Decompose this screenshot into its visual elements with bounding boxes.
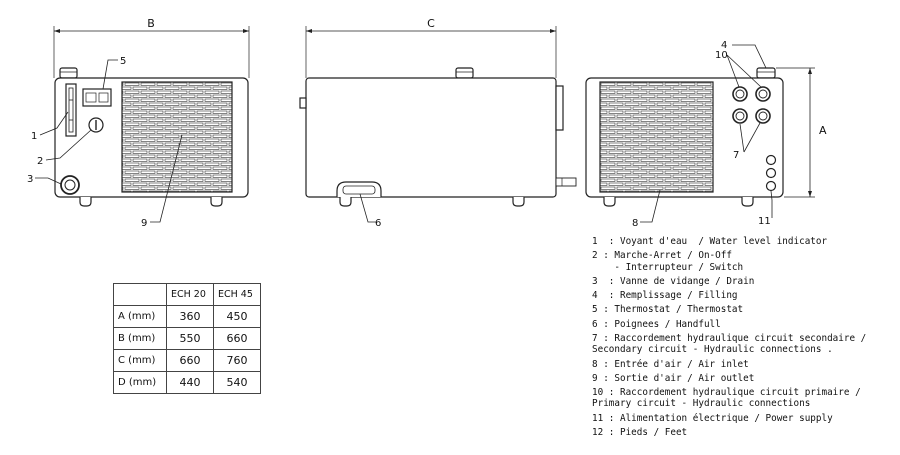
- legend-item-text: 6 : Poignees / Handfull: [592, 318, 721, 330]
- legend-item-text: 1 : Voyant d'eau / Water level indicator: [592, 236, 828, 247]
- table-cell: 660: [213, 327, 261, 350]
- rear-view-leaders: [640, 44, 773, 223]
- legend-item-text: - Interrupteur / Switch: [592, 261, 744, 273]
- legend-item-text: 5 : Thermostat / Thermostat: [592, 304, 744, 316]
- legend-item: 2 : Marche-Arret / On-Off - Interrupteur…: [592, 250, 892, 273]
- front-view: [53, 26, 250, 207]
- callout-4: 4: [721, 40, 727, 51]
- table-cell: 550: [166, 327, 214, 350]
- legend-item: 8 : Entrée d'air / Air inlet: [592, 359, 892, 371]
- legend-item-text: Secondary circuit - Hydraulic connection…: [592, 344, 833, 356]
- legend-item: 9 : Sortie d'air / Air outlet: [592, 373, 892, 385]
- legend-item: 3 : Vanne de vidange / Drain: [592, 276, 892, 288]
- legend-item: 1 : Voyant d'eau / Water level indicator: [592, 236, 892, 248]
- callout-9: 9: [141, 218, 147, 229]
- table-cell: 440: [166, 371, 214, 394]
- legend-item-text: 4 : Remplissage / Filling: [592, 290, 738, 302]
- table-cell: C (mm): [113, 349, 167, 372]
- legend-item: 6 : Poignees / Handfull: [592, 319, 892, 331]
- callout-5: 5: [120, 56, 126, 67]
- table-cell: 540: [213, 371, 261, 394]
- callout-1: 1: [31, 131, 37, 142]
- legend-item-text: 12 : Pieds / Feet: [592, 426, 688, 438]
- legend-item-text: 9 : Sortie d'air / Air outlet: [592, 372, 755, 384]
- table-cell: 660: [166, 349, 214, 372]
- legend-item-text: Primary circuit - Hydraulic connections: [592, 398, 811, 410]
- dimension-a-label: A: [819, 124, 827, 137]
- table-cell: 760: [213, 349, 261, 372]
- callout-3: 3: [27, 174, 33, 185]
- table-header-cell: [113, 283, 167, 306]
- legend-item: 10 : Raccordement hydraulique circuit pr…: [592, 387, 892, 410]
- legend-item: 7 : Raccordement hydraulique circuit sec…: [592, 333, 892, 356]
- callout-10: 10: [715, 50, 728, 61]
- legend-item-text: 11 : Alimentation électrique / Power sup…: [592, 412, 833, 424]
- callout-2: 2: [37, 156, 43, 167]
- table-cell: A (mm): [113, 305, 167, 328]
- table-cell: 360: [166, 305, 214, 328]
- callout-11: 11: [758, 216, 771, 227]
- legend-item: 12 : Pieds / Feet: [592, 427, 892, 439]
- legend-item-text: 2 : Marche-Arret / On-Off: [592, 250, 732, 262]
- legend-item-text: 8 : Entrée d'air / Air inlet: [592, 358, 749, 370]
- legend-item: 5 : Thermostat / Thermostat: [592, 304, 892, 316]
- legend-item-text: 7 : Raccordement hydraulique circuit sec…: [592, 332, 867, 344]
- table-cell: B (mm): [113, 327, 167, 350]
- legend-item: 11 : Alimentation électrique / Power sup…: [592, 413, 892, 425]
- legend: 1 : Voyant d'eau / Water level indicator…: [592, 236, 892, 441]
- rear-view: [585, 67, 815, 207]
- callout-6: 6: [375, 218, 381, 229]
- table-header-cell: ECH 20: [166, 283, 214, 306]
- callout-7: 7: [733, 150, 739, 161]
- dimension-c-label: C: [427, 17, 435, 30]
- table-cell: 450: [213, 305, 261, 328]
- table-header-cell: ECH 45: [213, 283, 261, 306]
- side-view: [299, 26, 577, 223]
- legend-item: 4 : Remplissage / Filling: [592, 290, 892, 302]
- table-cell: D (mm): [113, 371, 167, 394]
- front-view-leaders: [35, 59, 183, 223]
- legend-item-text: 3 : Vanne de vidange / Drain: [592, 275, 755, 287]
- callout-8: 8: [632, 218, 638, 229]
- dimension-b-label: B: [147, 17, 155, 30]
- legend-item-text: 10 : Raccordement hydraulique circuit pr…: [592, 386, 861, 398]
